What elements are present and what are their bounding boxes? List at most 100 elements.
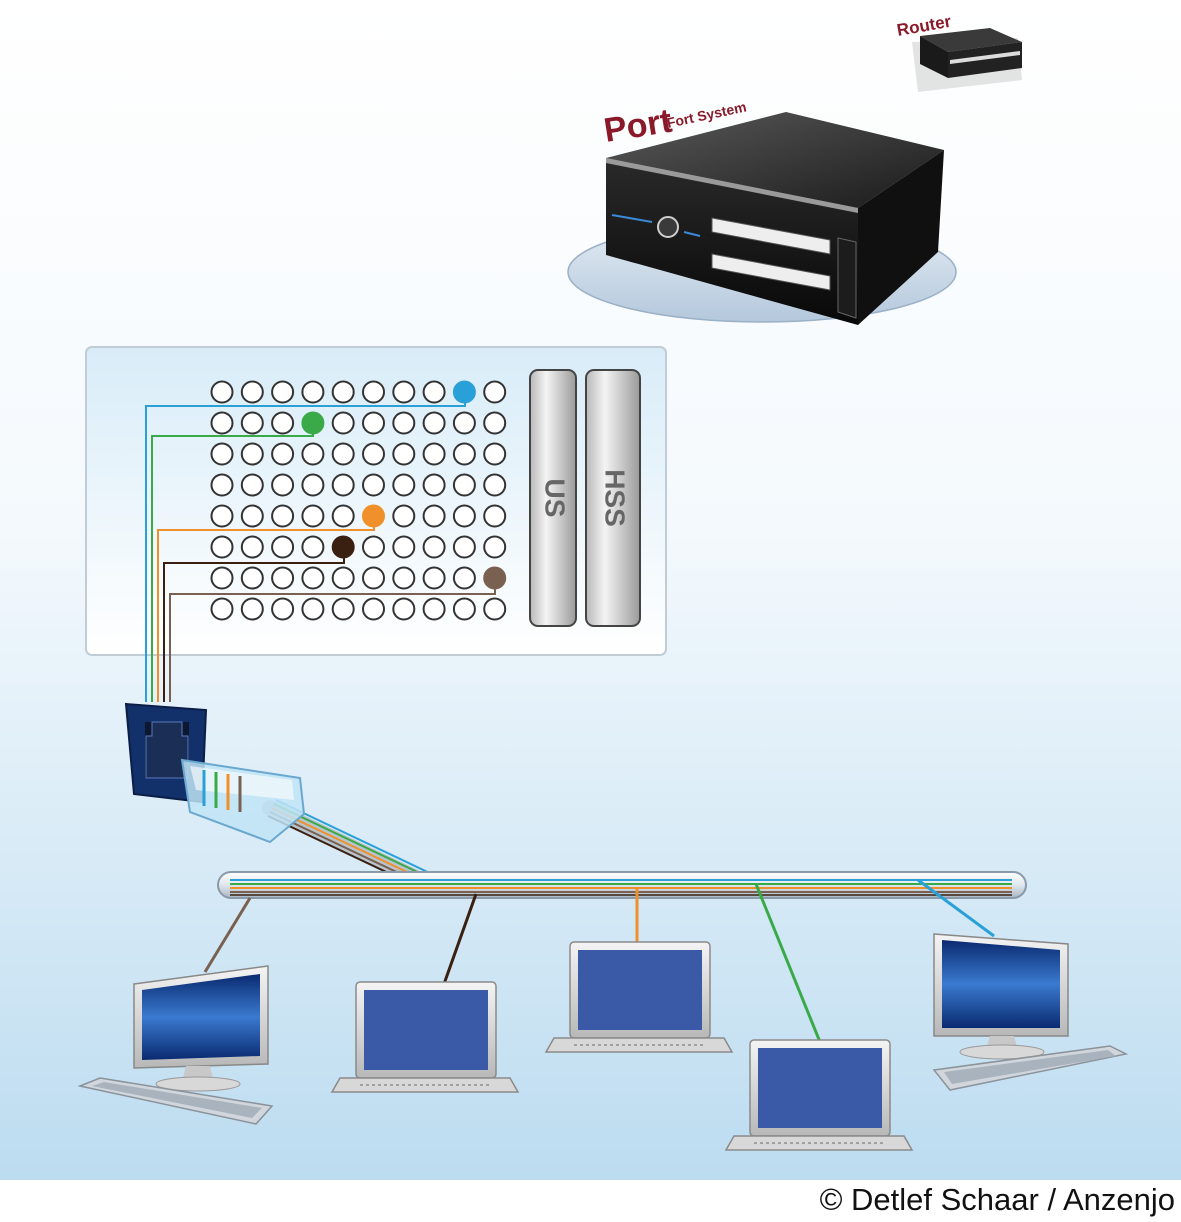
drop-cable-5: [917, 878, 995, 938]
port-hole: [362, 535, 385, 559]
us-label: US: [540, 479, 571, 518]
monitor-screen: [942, 940, 1060, 1028]
port-hole: [483, 473, 507, 497]
hss-slot: [585, 369, 641, 627]
port-hole: [301, 380, 325, 404]
port-hole: [271, 597, 295, 621]
network-diagram: Router Port Fort System US HSS: [0, 0, 1181, 1180]
port-hole: [362, 597, 385, 621]
port-hole: [271, 380, 295, 404]
monitor-screen: [142, 974, 260, 1060]
drop-cable-2: [442, 893, 478, 985]
port-hole: [331, 504, 355, 528]
port-hole: [362, 473, 385, 497]
power-button-icon: [657, 216, 679, 238]
port-hole: [210, 411, 234, 435]
port-hole: [483, 535, 507, 559]
port-hole: [452, 442, 476, 466]
port-hole: [392, 411, 416, 435]
port-hole: [422, 442, 446, 466]
port-hole: [301, 473, 325, 497]
drop-cable-1: [203, 897, 252, 973]
port-hole: [331, 411, 355, 435]
desktop-computer-2: [932, 933, 1129, 1091]
desktop-computer-1: [77, 965, 274, 1125]
port-hole: [240, 473, 264, 497]
port-hole: [240, 504, 264, 528]
port-hole: [362, 411, 385, 435]
port-hole: [392, 380, 416, 404]
port-hole: [210, 597, 234, 621]
port-hole: [331, 380, 355, 404]
port-hole: [210, 535, 234, 559]
port-hole: [452, 566, 476, 590]
laptop-computer-2: [544, 941, 734, 1053]
port-hole: [392, 535, 416, 559]
port-hole: [210, 473, 234, 497]
port-hole: [452, 597, 476, 621]
port-grid: [210, 380, 507, 621]
port-hole: [422, 566, 446, 590]
port-hole: [392, 442, 416, 466]
port-hole: [483, 597, 507, 621]
cable-plug: [180, 758, 437, 889]
wire-blue: [145, 392, 466, 702]
trunk-cable: [217, 871, 1027, 899]
laptop-screen: [364, 990, 488, 1070]
us-slot: [529, 369, 577, 627]
port-hole: [362, 442, 385, 466]
port-hole: [240, 411, 264, 435]
port-hole: [210, 442, 234, 466]
port-hole: [422, 411, 446, 435]
laptop-computer-1: [330, 981, 520, 1093]
port-hole: [362, 380, 385, 404]
laptop-screen: [758, 1048, 882, 1128]
port-hole: [392, 566, 416, 590]
port-hole: [210, 566, 234, 590]
wire-darkbrown: [163, 547, 345, 702]
hss-label: HSS: [600, 469, 631, 527]
drop-cable-4: [754, 883, 822, 1043]
port-hole: [392, 597, 416, 621]
wire-green: [151, 421, 314, 702]
port-hole: [301, 504, 325, 528]
wire-brown: [169, 578, 496, 702]
port-hole: [452, 473, 476, 497]
port-hole: [240, 597, 264, 621]
port-hole: [331, 597, 355, 621]
port-hole: [271, 566, 295, 590]
port-hole: [271, 442, 295, 466]
copyright-credit: © Detlef Schaar / Anzenjo: [819, 1182, 1175, 1217]
port-hole: [301, 566, 325, 590]
port-hole: [452, 504, 476, 528]
port-hole: [301, 597, 325, 621]
port-hole: [331, 442, 355, 466]
port-hole: [271, 535, 295, 559]
port-hole: [422, 473, 446, 497]
port-hole: [240, 566, 264, 590]
port-hole: [392, 473, 416, 497]
patch-panel: US HSS: [85, 346, 667, 656]
port-hole: [452, 535, 476, 559]
wire-orange: [157, 516, 375, 702]
laptop-computer-3: [724, 1039, 914, 1151]
port-hole: [301, 442, 325, 466]
port-hole: [301, 535, 325, 559]
port-hole: [483, 411, 507, 435]
port-hole: [452, 411, 476, 435]
port-hole: [392, 504, 416, 528]
port-hole: [240, 535, 264, 559]
port-hole: [483, 380, 507, 404]
server-computer: Port Fort System: [567, 98, 957, 325]
port-hole: [240, 380, 264, 404]
port-hole: [271, 473, 295, 497]
port-hole: [422, 504, 446, 528]
patch-wires: [145, 392, 496, 702]
port-hole: [483, 504, 507, 528]
port-hole: [240, 442, 264, 466]
port-hole: [422, 597, 446, 621]
port-hole: [422, 535, 446, 559]
port-hole: [331, 566, 355, 590]
port-hole: [271, 504, 295, 528]
drop-cables: [203, 878, 995, 1043]
